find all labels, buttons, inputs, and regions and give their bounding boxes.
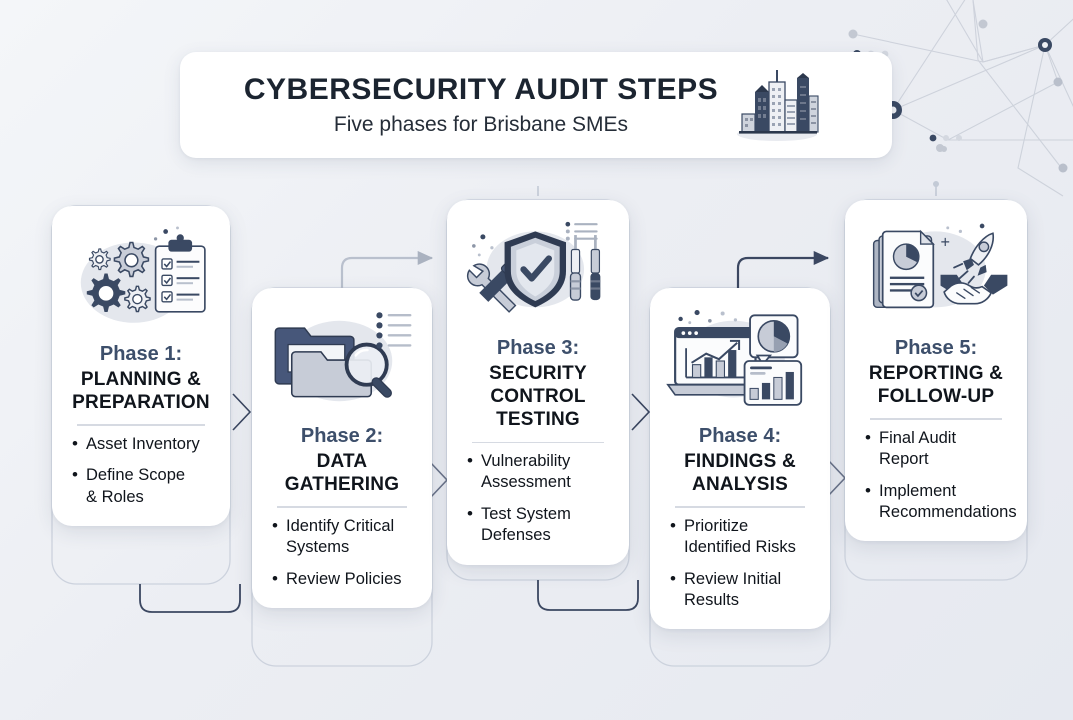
phase-name-line: GATHERING	[284, 474, 400, 496]
phase-label: Phase 1:	[99, 343, 183, 365]
phase-name: DATA GATHERING	[285, 450, 399, 496]
network-node	[936, 144, 944, 152]
network-node	[1058, 163, 1068, 173]
list-item: Asset Inventory	[72, 433, 214, 456]
phase-name-line: REPORTING &	[868, 363, 1004, 384]
phase-label: Phase 5:	[894, 337, 978, 359]
phase-card-5[interactable]: + Phase 5: REPORTING & FOLLOW-UP Final A…	[845, 200, 1027, 542]
divider	[276, 506, 408, 508]
divider	[870, 418, 1002, 420]
city-skyline-icon	[737, 70, 819, 141]
network-node	[978, 19, 988, 29]
phase-card-1[interactable]: Phase 1: PLANNING & PREPARATION Asset In…	[52, 206, 230, 527]
phase-bullets: Asset InventoryDefine Scope& Roles	[68, 433, 214, 508]
report-rocket-handshake-icon: +	[861, 214, 1011, 332]
phase-name-line: DATA	[316, 451, 368, 472]
phase-card-2[interactable]: Phase 2: DATA GATHERING Identify Critica…	[252, 288, 432, 609]
network-node	[848, 29, 858, 39]
title-banner: CYBERSECURITY AUDIT STEPS Five phases fo…	[180, 52, 892, 158]
phase-name-line: TESTING	[496, 409, 580, 431]
phase-name-line: PREPARATION	[72, 392, 210, 414]
divider	[472, 441, 604, 443]
phase-label: Phase 4:	[698, 425, 782, 447]
phase-name-line: SECURITY	[489, 363, 587, 384]
svg-text:+: +	[941, 234, 951, 252]
phase-name: REPORTING & FOLLOW-UP	[869, 362, 1003, 408]
phase-name-line: ANALYSIS	[692, 474, 788, 496]
phase-name: FINDINGS & ANALYSIS	[684, 450, 796, 496]
page-subtitle: Five phases for Brisbane SMEs	[333, 113, 629, 137]
phase-bullets: VulnerabilityAssessmentTest SystemDefens…	[463, 450, 613, 547]
laptop-charts-icon	[666, 302, 814, 420]
gears-clipboard-icon	[68, 220, 214, 338]
phase-card-3[interactable]: Phase 3: SECURITY CONTROL TESTING Vulner…	[447, 200, 629, 565]
phase-name: PLANNING & PREPARATION	[72, 368, 210, 414]
phase-name-line: PLANNING &	[80, 369, 202, 390]
phase-label: Phase 2:	[300, 425, 384, 447]
network-node	[1038, 38, 1052, 52]
list-item: Review Policies	[272, 568, 416, 591]
phase-bullets: Final AuditReportImplementRecommendation…	[861, 427, 1017, 524]
phase-name-line: FINDINGS &	[684, 451, 796, 472]
phase-name: SECURITY CONTROL TESTING	[489, 362, 587, 432]
folders-magnifier-icon	[268, 302, 416, 420]
phase-name-line: CONTROL	[490, 386, 586, 408]
phase-bullets: Identify CriticalSystemsReview Policies	[268, 515, 416, 591]
page-title: CYBERSECURITY AUDIT STEPS	[243, 72, 719, 106]
phase-label: Phase 3:	[496, 337, 580, 359]
shield-tools-icon	[463, 214, 613, 332]
network-node	[1053, 77, 1063, 87]
divider	[76, 424, 206, 426]
phase-name-line: FOLLOW-UP	[877, 386, 995, 408]
phase-card-4[interactable]: Phase 4: FINDINGS & ANALYSIS PrioritizeI…	[650, 288, 830, 630]
list-item: Define Scope& Roles	[72, 464, 214, 508]
divider	[674, 506, 806, 508]
